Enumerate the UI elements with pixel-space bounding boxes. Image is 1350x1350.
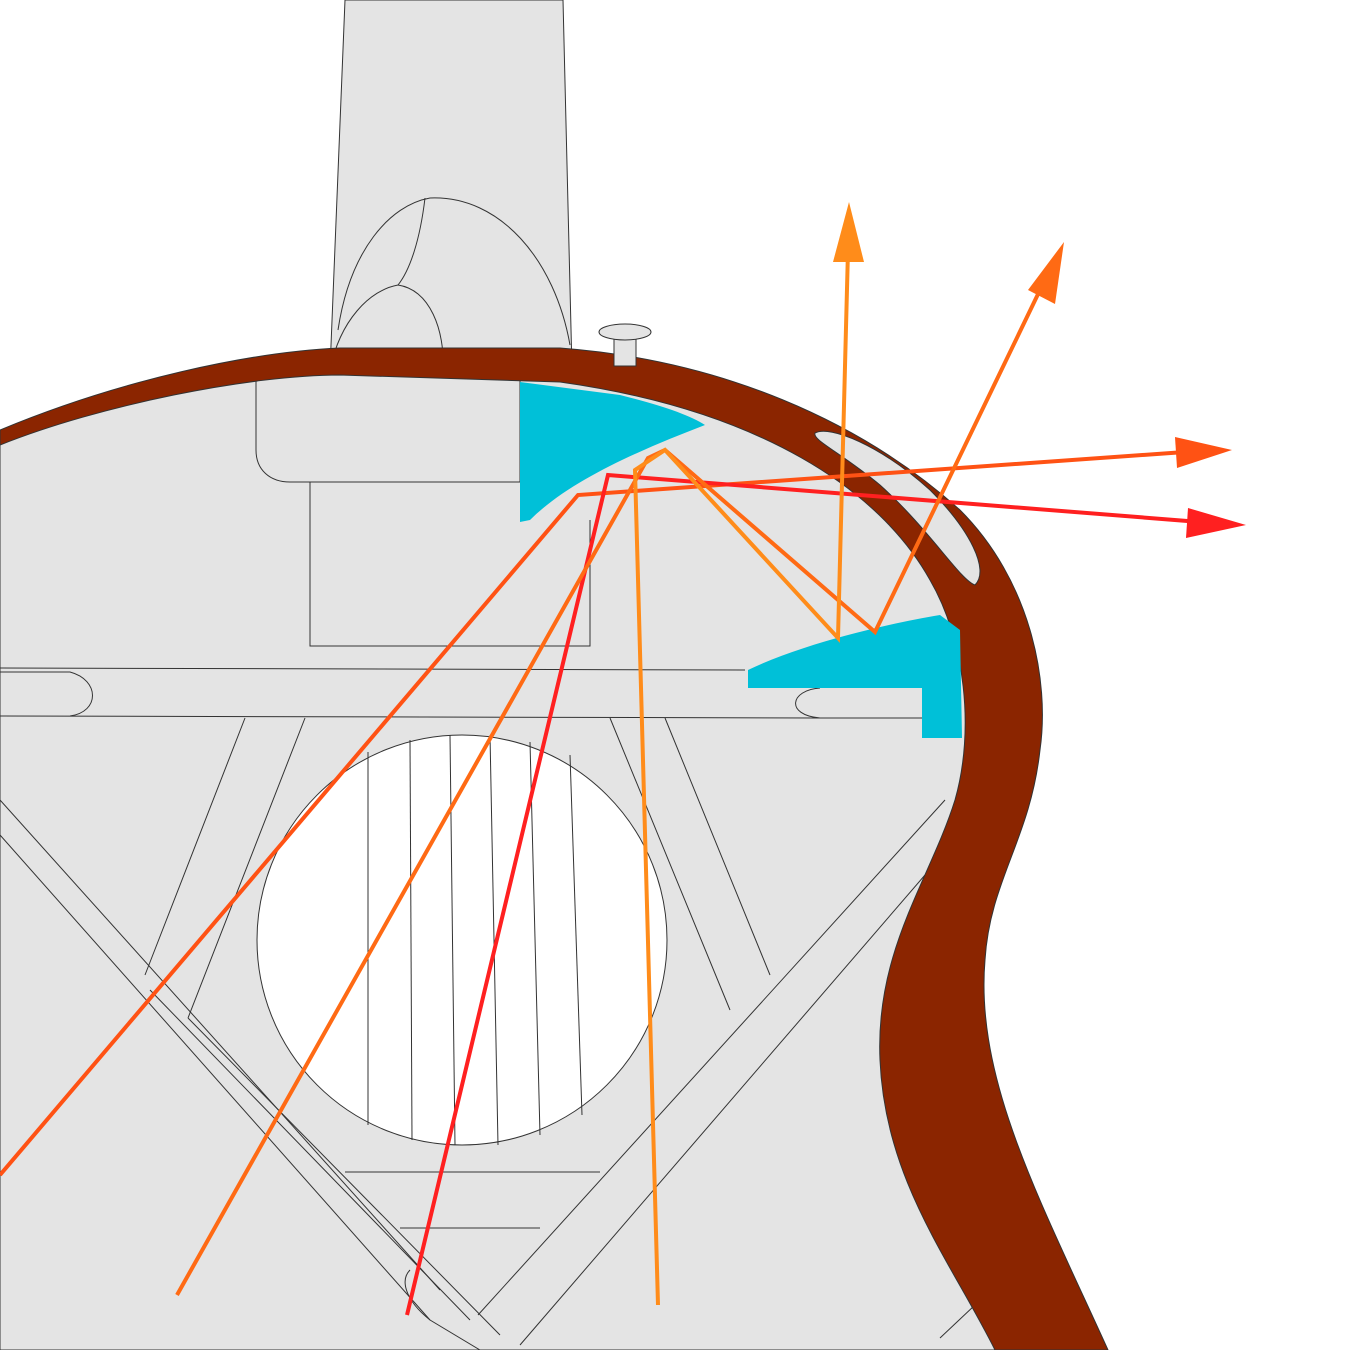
arrowhead-light-orange-icon — [833, 202, 864, 262]
arrowhead-orange-icon — [1028, 242, 1064, 304]
neck-block — [255, 380, 521, 483]
bracing — [0, 667, 976, 1350]
sound-hole — [256, 734, 668, 1146]
lower-deflector — [748, 615, 962, 738]
ray-red — [405, 472, 1201, 1316]
arrowhead-orange-red-icon — [1175, 437, 1232, 468]
arrowhead-red-icon — [1186, 508, 1246, 538]
binding-slot — [814, 430, 981, 586]
ray-orange-red — [0, 450, 1186, 1177]
upper-deflector — [520, 382, 705, 522]
ray-light-orange — [632, 249, 850, 1306]
heel-line — [397, 197, 426, 286]
strap-button-icon — [598, 323, 652, 367]
